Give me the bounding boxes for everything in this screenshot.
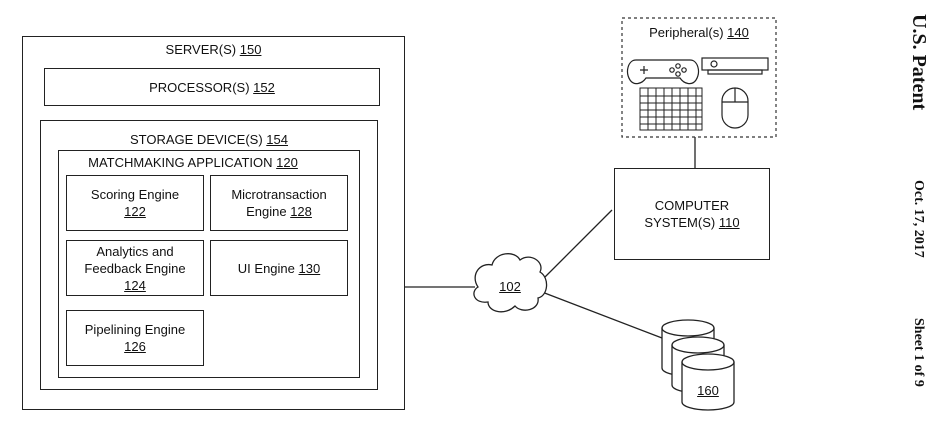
patent-header: U.S. Patent Oct. 17, 2017 Sheet 1 of 9 xyxy=(850,0,941,436)
storage-box xyxy=(40,120,378,390)
app-label-text: MATCHMAKING APPLICATION xyxy=(88,155,273,170)
analytics-line2: Feedback Engine xyxy=(84,260,186,276)
peripheral-label: Peripheral(s) 140 xyxy=(622,24,776,41)
server-ref: 150 xyxy=(239,42,262,57)
server-box xyxy=(22,36,405,410)
storage-label: STORAGE DEVICE(S) 154 xyxy=(40,131,378,148)
sensor-bar-icon xyxy=(701,57,769,75)
matchmaking-app-box xyxy=(58,150,360,378)
microtransaction-line2: Engine xyxy=(246,204,287,219)
patent-date: Oct. 17, 2017 xyxy=(911,180,926,258)
microtransaction-ref: 128 xyxy=(290,204,312,219)
scoring-engine-ref: 122 xyxy=(124,204,146,219)
storage-ref: 154 xyxy=(266,132,288,147)
scoring-engine-box: Scoring Engine 122 xyxy=(66,175,204,231)
server-label-text: SERVER(S) xyxy=(165,42,237,57)
microtransaction-line1: Microtransaction xyxy=(231,187,327,202)
computer-line2: SYSTEM(S) xyxy=(644,215,716,230)
processor-label: PROCESSOR(S) xyxy=(149,79,250,95)
server-label: SERVER(S) 150 xyxy=(22,41,405,58)
storage-label-text: STORAGE DEVICE(S) xyxy=(129,132,263,147)
analytics-ref: 124 xyxy=(124,277,146,293)
analytics-engine-box: Analytics and Feedback Engine 124 xyxy=(66,240,204,296)
network-computer-link xyxy=(541,209,613,281)
pipelining-engine-box: Pipelining Engine 126 xyxy=(66,310,204,366)
scoring-engine-label: Scoring Engine xyxy=(90,187,180,202)
processor-ref: 152 xyxy=(253,79,275,95)
app-label: MATCHMAKING APPLICATION 120 xyxy=(58,154,328,171)
patent-sheet: Sheet 1 of 9 xyxy=(911,318,926,387)
gamepad-icon xyxy=(626,59,700,85)
peripheral-label-text: Peripheral(s) xyxy=(649,25,724,40)
network-database-link xyxy=(541,291,663,339)
computer-system-box: COMPUTER SYSTEM(S) 110 xyxy=(614,168,770,260)
ui-engine-ref: 130 xyxy=(298,260,321,276)
network-cloud-shape xyxy=(473,253,548,313)
peripheral-ref: 140 xyxy=(727,25,749,40)
analytics-line1: Analytics and xyxy=(96,243,174,259)
database-icon xyxy=(661,319,735,411)
microtransaction-engine-box: Microtransaction Engine 128 xyxy=(210,175,348,231)
keyboard-icon xyxy=(639,87,703,131)
peripheral-box xyxy=(621,17,777,138)
ui-engine-box: UI Engine 130 xyxy=(210,240,348,296)
ui-engine-label: UI Engine xyxy=(237,260,295,276)
network-ref: 102 xyxy=(499,279,521,294)
patent-title: U.S. Patent xyxy=(908,14,930,111)
pipelining-engine-label: Pipelining Engine xyxy=(84,322,186,337)
processor-box: PROCESSOR(S) 152 xyxy=(44,68,380,106)
computer-line1: COMPUTER xyxy=(654,198,730,213)
pipelining-engine-ref: 126 xyxy=(124,339,146,354)
computer-ref: 110 xyxy=(718,215,740,230)
app-ref: 120 xyxy=(276,155,298,170)
database-ref: 160 xyxy=(697,383,719,398)
mouse-icon xyxy=(721,87,749,129)
